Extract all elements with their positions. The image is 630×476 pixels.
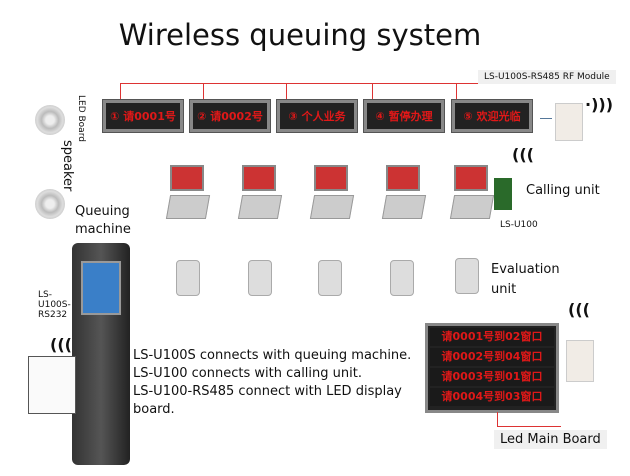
led-board-3: ③ 个人业务 (277, 100, 357, 132)
calling-terminal-icon (449, 165, 495, 225)
wifi-icon: ((( (50, 335, 72, 354)
calling-terminal-icon (309, 165, 355, 225)
main-board-row: 请0004号到03窗口 (430, 388, 554, 406)
wifi-icon: ((( (568, 300, 590, 319)
connector (497, 412, 498, 426)
speaker-icon (35, 105, 65, 135)
led-main-board: 请0001号到02窗口 请0002号到04窗口 请0003号到01窗口 请000… (425, 323, 559, 413)
calling-terminal-icon (381, 165, 427, 225)
description: LS-U100S connects with queuing machine. … (133, 347, 423, 419)
bus-drop (286, 83, 287, 99)
evaluation-keypad-icon (176, 260, 200, 296)
led-board-1: ① 请0001号 (103, 100, 183, 132)
ls-u100s-rs232-label: LS-U100S-RS232 (38, 290, 71, 320)
connector (497, 426, 561, 427)
rf-module-icon (566, 340, 594, 382)
calling-terminal-icon (165, 165, 211, 225)
led-board-2: ② 请0002号 (190, 100, 270, 132)
description-line: LS-U100 connects with calling unit. (133, 366, 362, 381)
evaluation-unit-label: Evaluation unit (491, 262, 560, 297)
main-board-row: 请0002号到04窗口 (430, 348, 554, 366)
main-board-row: 请0001号到02窗口 (430, 328, 554, 346)
rf-module-icon (555, 103, 583, 141)
description-line: LS-U100S connects with queuing machine. (133, 348, 412, 363)
rf-module-label: LS-U100S-RS485 RF Module (478, 70, 616, 84)
evaluation-keypad-icon (248, 260, 272, 296)
led-board-5: ⑤ 欢迎光临 (452, 100, 532, 132)
diagram-title: Wireless queuing system (118, 18, 482, 52)
queuing-machine-icon (72, 243, 130, 465)
calling-unit-module-icon (494, 178, 512, 210)
bus-line (120, 83, 540, 84)
evaluation-keypad-icon (455, 258, 479, 294)
bus-drop (372, 83, 373, 99)
bus-drop (456, 83, 457, 99)
queuing-machine-label: Queuing machine (75, 204, 131, 237)
evaluation-keypad-icon (318, 260, 342, 296)
evaluation-keypad-icon (390, 260, 414, 296)
ls-u100-label: LS-U100 (500, 220, 538, 230)
led-board-label: LED Board (76, 95, 86, 142)
speaker-icon (35, 189, 65, 219)
main-board-row: 请0003号到01窗口 (430, 368, 554, 386)
bus-drop (120, 83, 121, 99)
speaker-label: speaker (60, 140, 75, 192)
led-board-4: ④ 暂停办理 (364, 100, 444, 132)
led-main-board-label: Led Main Board (494, 430, 607, 449)
connector (540, 118, 552, 119)
wifi-icon: ((( (512, 145, 534, 164)
bus-drop (203, 83, 204, 99)
calling-terminal-icon (237, 165, 283, 225)
signal-icon: ·))) (585, 95, 614, 114)
description-line: LS-U100-RS485 connect with LED display b… (133, 384, 402, 417)
calling-unit-label: Calling unit (526, 183, 600, 198)
rs232-module-icon (28, 356, 76, 414)
